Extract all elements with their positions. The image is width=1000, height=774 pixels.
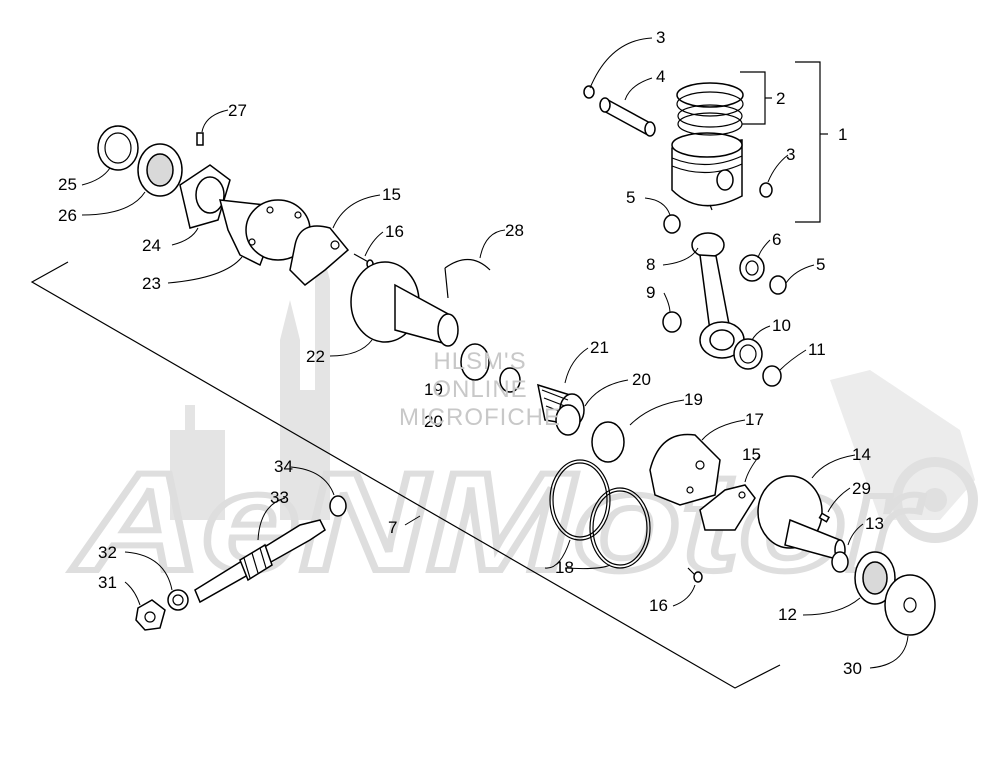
circlip-13	[831, 551, 849, 573]
callout-30: 30	[843, 659, 862, 678]
seal-30	[884, 574, 936, 636]
watermark-line-1: HLSM'S	[433, 348, 527, 375]
big-end-bearing	[733, 338, 763, 370]
callout-3-top: 3	[656, 28, 665, 47]
callout-32: 32	[98, 543, 117, 562]
watermark-line-3: MICROFICHE	[399, 404, 561, 431]
circlip-28	[444, 258, 491, 299]
nut-31	[135, 599, 166, 631]
callout-2: 2	[776, 89, 785, 108]
circlip-right	[759, 182, 773, 198]
callout-13: 13	[865, 514, 884, 533]
bearing-26	[137, 143, 183, 197]
counterweight-15-right	[699, 484, 756, 531]
bearing-19-left	[460, 343, 490, 381]
callout-18: 18	[555, 558, 574, 577]
callout-15-right: 15	[742, 445, 761, 464]
callout-11: 11	[808, 340, 826, 359]
callout-15-left: 15	[382, 185, 401, 204]
circlip-left	[583, 85, 595, 99]
callout-3-right: 3	[786, 145, 795, 164]
small-end-bearing	[739, 254, 765, 282]
callout-23: 23	[142, 274, 161, 293]
callout-5-left: 5	[626, 188, 635, 207]
callout-14: 14	[852, 445, 871, 464]
callout-25: 25	[58, 175, 77, 194]
piston	[671, 132, 743, 211]
callout-7: 7	[388, 518, 397, 537]
callout-17: 17	[745, 410, 764, 429]
bushing-32	[167, 589, 189, 611]
callout-12: 12	[778, 605, 797, 624]
washer-11	[762, 365, 782, 387]
callout-9: 9	[646, 283, 655, 302]
watermark-text: HLSM'S ONLINE MICROFICHE	[385, 348, 575, 432]
flywheel-hub-22	[350, 261, 459, 347]
callout-21: 21	[590, 338, 609, 357]
piston-bracket	[740, 61, 828, 223]
bearing-19-right	[591, 421, 625, 463]
connecting-rod	[691, 232, 745, 359]
key-27	[196, 132, 204, 146]
callout-1: 1	[838, 125, 847, 144]
callout-33: 33	[270, 488, 289, 507]
callout-34: 34	[274, 457, 293, 476]
shaft-33	[194, 519, 326, 604]
crankshaft-half-14	[757, 475, 846, 561]
washer-34	[329, 495, 347, 517]
seal-25	[97, 125, 139, 171]
callout-24: 24	[142, 236, 161, 255]
wrist-pin	[599, 97, 656, 137]
callout-29: 29	[852, 479, 871, 498]
callout-6: 6	[772, 230, 781, 249]
callout-19-left: 19	[424, 380, 443, 399]
callout-19-right: 19	[684, 390, 703, 409]
piston-rings	[676, 82, 744, 136]
callout-8: 8	[646, 255, 655, 274]
washer-9	[662, 311, 682, 333]
callout-4: 4	[656, 67, 665, 86]
leader-lines	[81, 37, 909, 669]
callout-22: 22	[306, 347, 325, 366]
bearing-12	[854, 551, 896, 605]
seal-rings-18	[549, 459, 651, 569]
screw-16-left	[353, 253, 374, 269]
callout-labels: 1 2 3 3 4 5 5 6 7 8 9 10 11 12 13 14 15 …	[58, 28, 884, 678]
callout-28: 28	[505, 221, 524, 240]
callout-27: 27	[228, 101, 247, 120]
bearing-24	[179, 164, 231, 229]
thrust-washer-upper-right	[769, 275, 787, 295]
washer-20-left	[499, 367, 521, 393]
callout-16-left: 16	[385, 222, 404, 241]
callout-5-right: 5	[816, 255, 825, 274]
watermark-line-2: ONLINE	[432, 376, 528, 403]
callout-31: 31	[98, 573, 117, 592]
callout-20-right: 20	[632, 370, 651, 389]
callout-16-right: 16	[649, 596, 668, 615]
thrust-washer-upper-left	[663, 214, 681, 234]
callout-26: 26	[58, 206, 77, 225]
callout-20-left: 20	[424, 412, 443, 431]
key-29	[818, 512, 830, 523]
assembly-bracket-7	[30, 261, 781, 689]
callout-10: 10	[772, 316, 791, 335]
washer-20-right	[555, 404, 581, 436]
counterweight-15-left	[289, 225, 350, 286]
counterweight-17	[649, 433, 721, 506]
screw-16-right	[687, 567, 703, 583]
